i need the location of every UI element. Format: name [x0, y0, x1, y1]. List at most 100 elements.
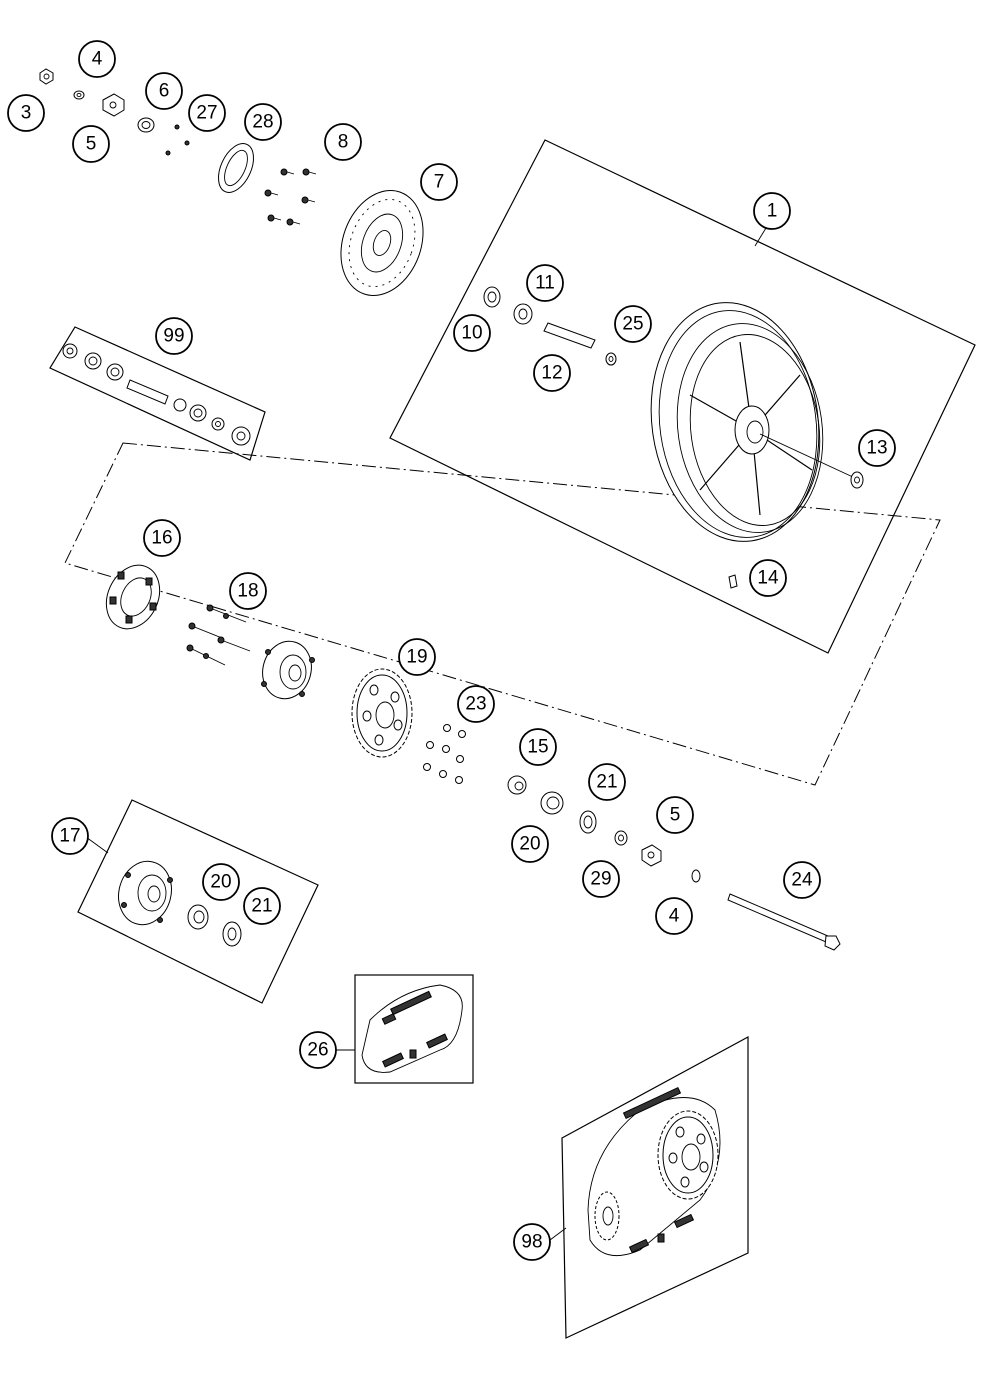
callout-27: 27: [188, 94, 226, 132]
callout-label: 14: [757, 568, 779, 589]
callout-13: 13: [858, 429, 896, 467]
callout-label: 4: [92, 49, 103, 70]
callout-label: 7: [434, 172, 445, 193]
brake-disc-7-icon: [340, 190, 424, 296]
callout-label: 29: [590, 869, 611, 890]
callout-15: 15: [519, 728, 557, 766]
callout-label: 23: [465, 694, 486, 715]
rear-wheel-rim-icon: [650, 302, 856, 542]
callout-17: 17: [51, 817, 89, 855]
callout-4-bottom: 4: [655, 897, 693, 935]
callout-label: 25: [622, 314, 643, 335]
callout-25: 25: [614, 305, 652, 343]
callout-29: 29: [582, 860, 620, 898]
spacer-15-icon: [507, 775, 527, 795]
hub-17-box: [77, 799, 319, 1004]
callout-label: 3: [21, 103, 32, 124]
cush-drive-damper-16-icon: [105, 564, 161, 630]
valve-14-icon: [728, 574, 738, 589]
chain-adjuster-icon: [102, 93, 125, 117]
spacer-tube-12-icon: [543, 322, 596, 349]
seal-21b-icon: [222, 921, 242, 947]
hub-bolts-18-icon: [186, 604, 251, 666]
washer-icon: [73, 90, 85, 100]
callout-7: 7: [420, 163, 458, 201]
wheel-assembly-box: [389, 139, 976, 654]
callout-20-right: 20: [511, 825, 549, 863]
callout-label: 21: [596, 772, 617, 793]
callout-98: 98: [513, 1223, 551, 1261]
callout-16: 16: [143, 519, 181, 557]
callout-label: 5: [670, 805, 681, 826]
rear-sprocket-19-icon: [351, 668, 413, 758]
callout-99: 99: [155, 317, 193, 355]
sprocket-nuts-23-icon: [423, 724, 466, 784]
small-screws-27-icon: [165, 124, 190, 156]
callout-label: 18: [237, 581, 258, 602]
callout-label: 8: [338, 132, 349, 153]
callout-1: 1: [753, 192, 791, 230]
nut-icon: [39, 68, 54, 85]
callout-label: 21: [251, 896, 272, 917]
callout-21-left: 21: [243, 887, 281, 925]
disc-bolts-8-icon: [264, 168, 317, 226]
spacer-6-icon: [137, 117, 155, 133]
callout-label: 28: [252, 112, 273, 133]
callout-label: 15: [527, 737, 548, 758]
callout-23: 23: [457, 685, 495, 723]
chain-26-icon: [361, 984, 463, 1073]
bearing-10-icon: [483, 286, 501, 308]
chain-26-box: [336, 974, 474, 1084]
callout-label: 13: [866, 438, 887, 459]
seal-21-icon: [579, 810, 597, 834]
callout-8: 8: [324, 123, 362, 161]
callout-label: 27: [196, 103, 217, 124]
callout-18: 18: [229, 572, 267, 610]
callout-label: 10: [461, 323, 482, 344]
callout-19: 19: [398, 638, 436, 676]
callout-24: 24: [783, 861, 821, 899]
callout-label: 26: [307, 1040, 328, 1061]
callout-label: 20: [519, 834, 540, 855]
bearing-11-icon: [513, 303, 533, 325]
callout-20-left: 20: [202, 863, 240, 901]
spacer-13-icon: [850, 471, 864, 489]
callout-label: 5: [86, 134, 97, 155]
sprocket-cover-28-icon: [218, 143, 254, 193]
callout-label: 99: [163, 326, 184, 347]
hub-17-icon: [118, 860, 173, 926]
callout-6: 6: [145, 72, 183, 110]
bearing-25-icon: [605, 352, 617, 366]
callout-label: 24: [791, 870, 813, 891]
callout-28: 28: [244, 103, 282, 141]
callout-label: 16: [151, 528, 172, 549]
callout-14: 14: [749, 559, 787, 597]
callout-12: 12: [533, 354, 571, 392]
callout-5-top: 5: [72, 125, 110, 163]
sprocket-carrier-hub-icon: [261, 640, 315, 700]
washer-4-icon: [691, 869, 701, 883]
axle-24-icon: [727, 893, 841, 951]
bearing-kit-box: [49, 326, 266, 461]
bearing-20b-icon: [187, 904, 209, 930]
callout-label: 12: [541, 363, 562, 384]
chain-kit-98-box: [549, 1035, 749, 1339]
callout-4-top: 4: [78, 40, 116, 78]
callout-label: 4: [669, 906, 680, 927]
callout-label: 1: [767, 201, 778, 222]
callout-11: 11: [526, 264, 564, 302]
bearing-kit-99-parts: [62, 343, 251, 446]
callout-label: 17: [59, 826, 80, 847]
callout-3: 3: [7, 94, 45, 132]
callout-5-bottom: 5: [656, 796, 694, 834]
callout-label: 98: [521, 1232, 542, 1253]
chain-kit-98-icon: [587, 1086, 721, 1257]
callout-21-right: 21: [588, 763, 626, 801]
washer-29-icon: [614, 830, 628, 846]
adjuster-5-icon: [641, 844, 662, 867]
bearing-20-icon: [540, 791, 564, 815]
callout-label: 6: [159, 81, 170, 102]
callout-label: 20: [210, 872, 231, 893]
callout-26: 26: [299, 1031, 337, 1069]
